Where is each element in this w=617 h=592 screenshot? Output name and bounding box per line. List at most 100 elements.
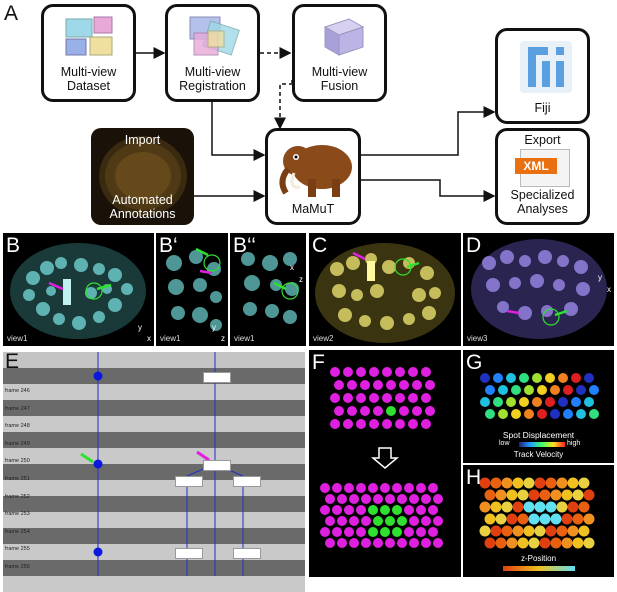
spot [421,393,431,403]
track-row [3,384,305,400]
panel-b-prime-label: B‘ [159,234,178,257]
panel-b-view: view1 [7,334,28,343]
panel-f-spots [320,367,443,548]
spot [567,501,579,513]
panel-b-dprime-cells [241,252,299,324]
panel-f-label: F [312,351,325,374]
track-row [3,496,305,512]
spot [563,385,573,395]
spot [495,489,507,501]
spot [397,538,407,548]
panel-g: G Spot Displacement low high Track Veloc… [463,350,614,463]
node-analyses-label: Specialized Analyses [510,188,575,216]
spot [412,380,422,390]
spot [490,477,502,489]
track-row [3,432,305,448]
panel-b-prime-view: view1 [160,334,181,343]
spot [550,513,562,525]
frame-label: frame 253 [5,511,30,518]
spot [550,537,562,549]
spot [490,525,502,537]
node-mamut: MaMuT [265,128,361,225]
spot [561,513,573,525]
panel-e-label: E [5,350,20,373]
panel-b-prime-axis-y: y [212,323,216,332]
spot [373,538,383,548]
track-tag [203,460,231,471]
node-dataset-label: Multi-view Dataset [60,65,117,93]
xml-badge: XML [515,158,557,174]
spot [320,527,330,537]
spot [485,385,495,395]
spot [485,409,495,419]
spot [578,525,590,537]
spot [524,385,534,395]
spot [506,537,518,549]
track-row [3,416,305,432]
spot [409,494,419,504]
spot [583,513,595,525]
spot [545,501,557,513]
track-tag [175,476,203,487]
spot [578,501,590,513]
panel-h-legend: z-Position [520,554,557,563]
spot [373,406,383,416]
spot [373,516,383,526]
spot [572,537,584,549]
panel-g-label: G [466,351,483,374]
spot [479,501,491,513]
spot [501,477,513,489]
spot [409,516,419,526]
spot [480,373,490,383]
spot [337,516,347,526]
spot [356,527,366,537]
spot [416,483,426,493]
spot [498,409,508,419]
spot [416,527,426,537]
spot [368,483,378,493]
panel-a-label: A [4,2,19,25]
spot [537,385,547,395]
spot [395,367,405,377]
spot [484,489,496,501]
frame-label: frame 255 [5,546,30,553]
spot [397,516,407,526]
spot [493,397,503,407]
spot [576,409,586,419]
panel-b-axis-x: x [147,334,151,343]
panel-b-dprime-view: view1 [234,334,255,343]
frame-label: frame 246 [5,388,30,394]
spot [534,477,546,489]
spot [523,501,535,513]
spot [361,538,371,548]
spot [337,494,347,504]
spot [382,393,392,403]
spot [386,380,396,390]
spot [337,538,347,548]
spot [385,516,395,526]
spot [558,373,568,383]
spot [584,373,594,383]
spot [330,419,340,429]
spot [433,538,443,548]
track-row [3,528,305,544]
annotations-image: Import Automated Annotations [91,128,194,225]
spot [539,489,551,501]
spot [380,527,390,537]
spot [484,537,496,549]
panel-f: F [309,350,461,577]
panel-b-cells [10,243,146,339]
panel-b-dprime-label: B‘‘ [233,234,256,257]
spot [479,477,491,489]
track-row [3,544,305,560]
spot [571,373,581,383]
spot [334,380,344,390]
track-tag [203,372,231,383]
spot [572,513,584,525]
spot [523,525,535,537]
spot [320,505,330,515]
import-label: Import [124,133,161,147]
spot [344,483,354,493]
spot [545,373,555,383]
